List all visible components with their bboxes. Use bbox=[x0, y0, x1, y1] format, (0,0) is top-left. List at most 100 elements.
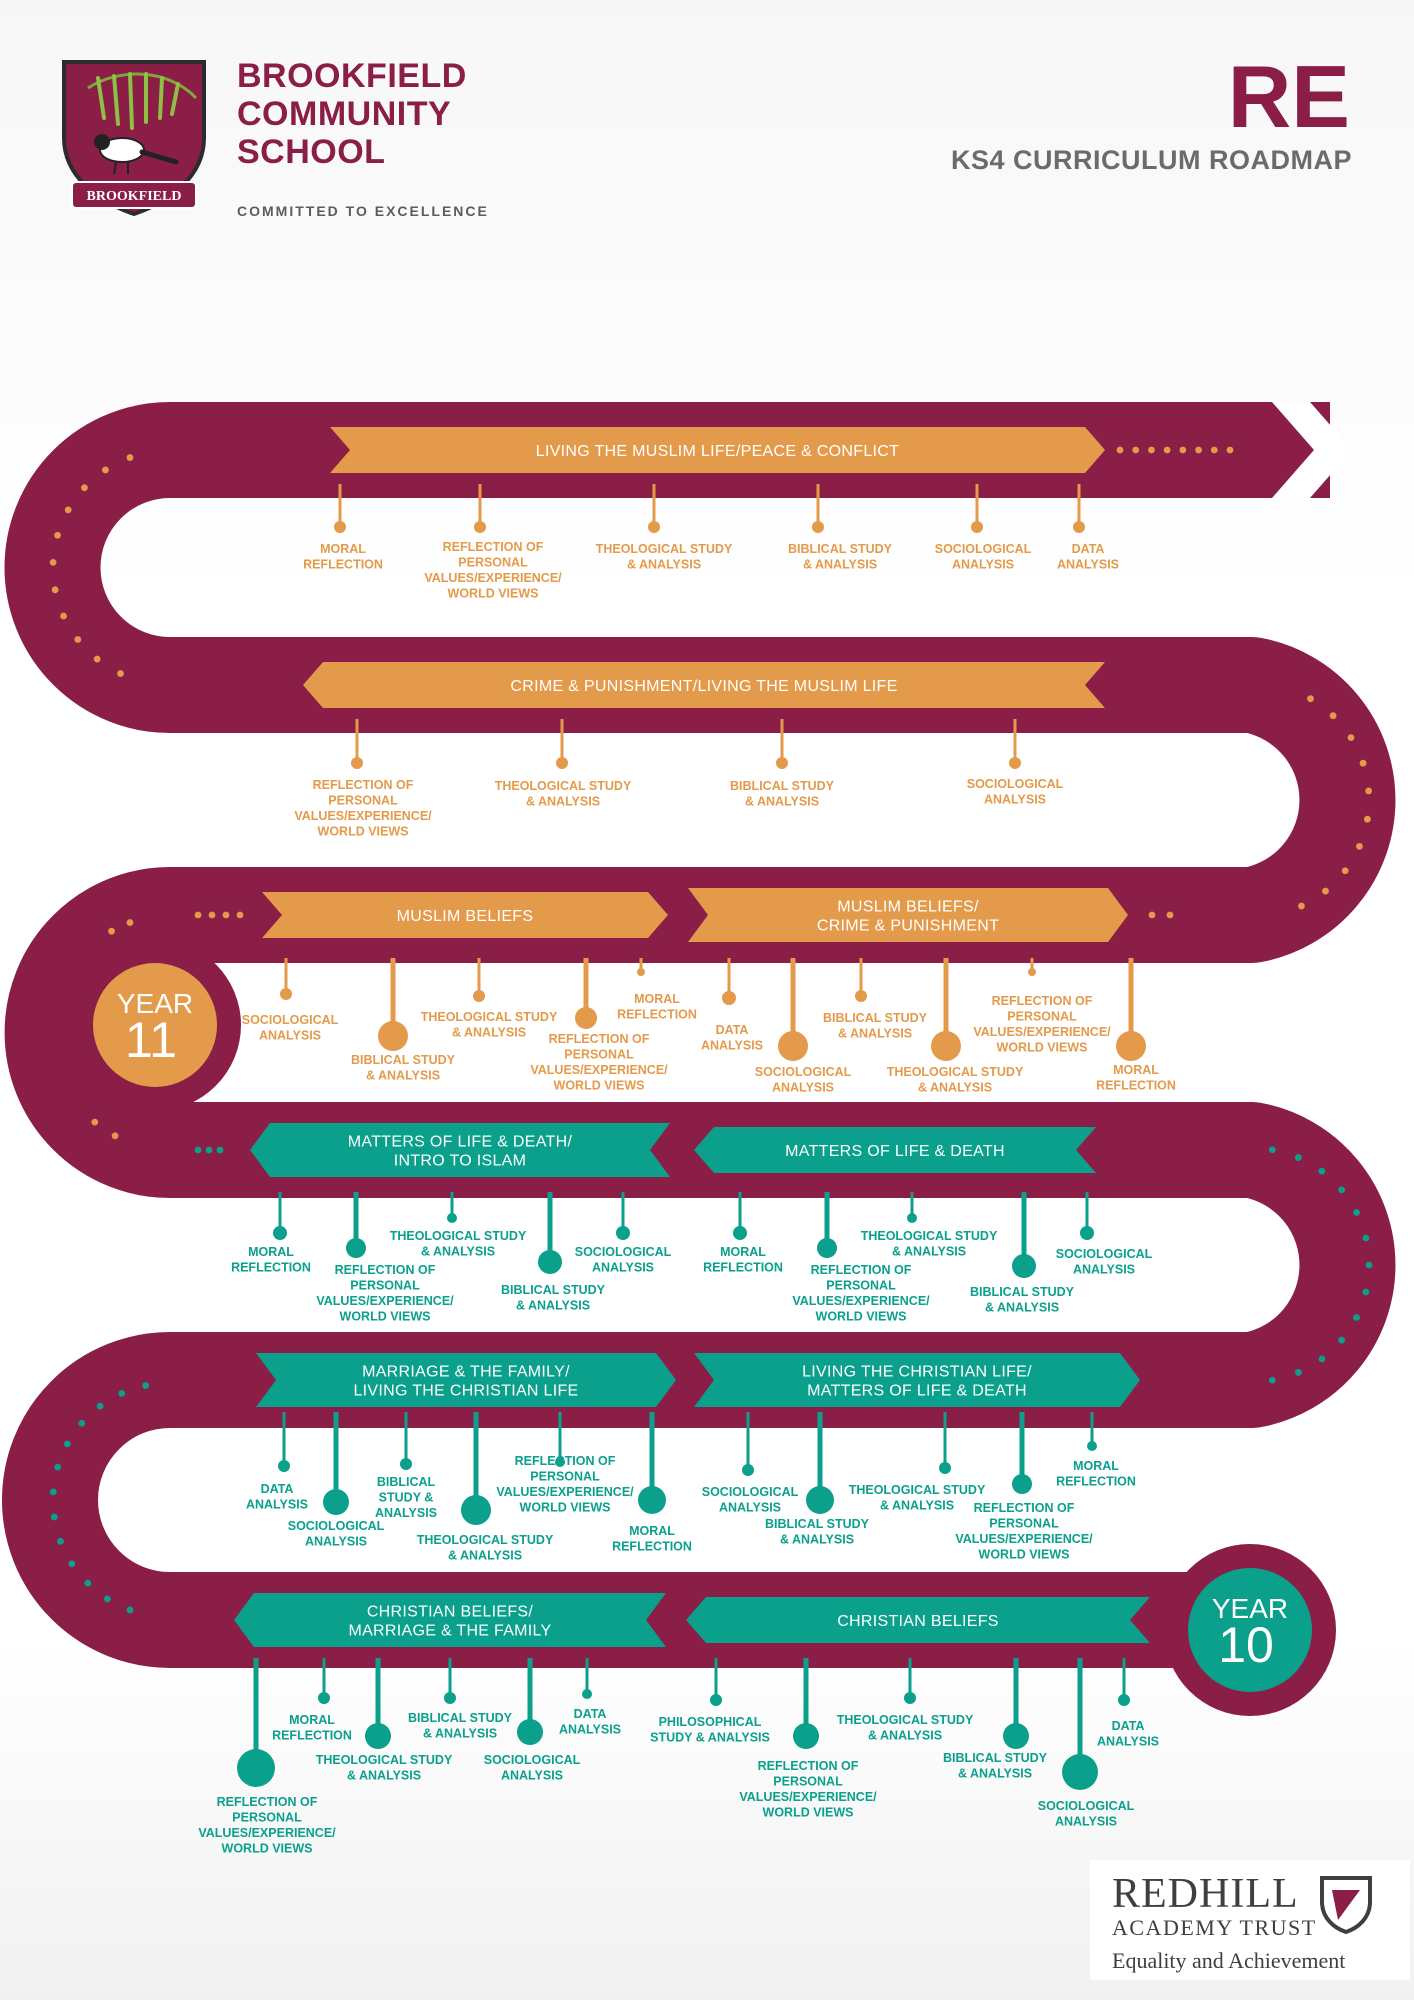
skill-marker-label: VALUES/EXPERIENCE/ bbox=[955, 1532, 1093, 1546]
skill-marker-dot-icon bbox=[538, 1250, 562, 1274]
road-dot bbox=[194, 911, 202, 919]
skill-marker-label: PERSONAL bbox=[1007, 1010, 1077, 1024]
trust-logo: REDHILL ACADEMY TRUST Equality and Achie… bbox=[1090, 1860, 1410, 1980]
skill-marker-label: DATA bbox=[716, 1023, 749, 1037]
road-dot bbox=[102, 466, 109, 474]
topic-banner: LIVING THE MUSLIM LIFE/PEACE & CONFLICT bbox=[330, 427, 1105, 473]
skill-marker: REFLECTION OFPERSONALVALUES/EXPERIENCE/W… bbox=[955, 1412, 1093, 1562]
road-dot bbox=[117, 670, 124, 677]
skill-marker-dot-icon bbox=[346, 1238, 366, 1258]
skill-marker-label: & ANALYSIS bbox=[803, 558, 877, 572]
skill-marker: REFLECTION OFPERSONALVALUES/EXPERIENCE/W… bbox=[973, 958, 1111, 1055]
skill-marker-label: WORLD VIEWS bbox=[816, 1310, 907, 1324]
skill-marker-label: & ANALYSIS bbox=[918, 1081, 992, 1095]
road-dot bbox=[126, 1606, 134, 1614]
road-dot bbox=[1318, 1355, 1326, 1363]
road-dot bbox=[1365, 787, 1373, 795]
skill-marker-label: MORAL bbox=[720, 1245, 766, 1259]
skill-marker-label: ANALYSIS bbox=[305, 1535, 367, 1549]
skill-marker-label: & ANALYSIS bbox=[347, 1769, 421, 1783]
skill-marker-label: DATA bbox=[261, 1482, 294, 1496]
topic-banner-label: MATTERS OF LIFE & DEATH/ bbox=[348, 1134, 573, 1151]
road-dot bbox=[1359, 759, 1367, 767]
skill-marker-label: MORAL bbox=[289, 1713, 335, 1727]
skill-marker-label: PERSONAL bbox=[564, 1048, 634, 1062]
skill-marker-dot-icon bbox=[1028, 968, 1036, 976]
road-dot bbox=[91, 1118, 99, 1126]
road-dot bbox=[78, 1419, 86, 1427]
skill-marker-label: ANALYSIS bbox=[259, 1029, 321, 1043]
skill-marker-dot-icon bbox=[638, 1486, 666, 1514]
road-dot bbox=[1365, 1261, 1373, 1269]
skill-marker-dot-icon bbox=[931, 1031, 961, 1061]
skill-marker-dot-icon bbox=[1080, 1226, 1094, 1240]
skill-marker-label: PERSONAL bbox=[232, 1811, 302, 1825]
road-dot bbox=[222, 911, 230, 919]
topic-banner-label: LIVING THE CHRISTIAN LIFE/ bbox=[802, 1364, 1032, 1381]
skill-marker-dot-icon bbox=[237, 1749, 275, 1787]
trust-subname: ACADEMY TRUST bbox=[1112, 1915, 1317, 1940]
skill-marker-dot-icon bbox=[582, 1689, 592, 1699]
skill-marker-dot-icon bbox=[1012, 1474, 1032, 1494]
skill-marker-dot-icon bbox=[648, 521, 660, 533]
road-dot bbox=[205, 1146, 213, 1154]
skill-marker-label: MORAL bbox=[320, 542, 366, 556]
skill-marker: THEOLOGICAL STUDY& ANALYSIS bbox=[837, 1658, 974, 1743]
school-tagline: COMMITTED TO EXCELLENCE bbox=[237, 203, 489, 219]
skill-marker-label: THEOLOGICAL STUDY bbox=[887, 1065, 1024, 1079]
skill-marker: THEOLOGICAL STUDY & ANALYSIS bbox=[495, 719, 632, 809]
road-dot bbox=[68, 1560, 76, 1568]
skill-marker: THEOLOGICAL STUDY& ANALYSIS bbox=[421, 958, 558, 1040]
road-end-arrow-icon bbox=[1272, 402, 1352, 498]
skill-marker-label: WORLD VIEWS bbox=[340, 1310, 431, 1324]
road-dot bbox=[1163, 446, 1171, 454]
skill-marker-label: REFLECTION OF bbox=[549, 1032, 650, 1046]
skill-marker-label: THEOLOGICAL STUDY bbox=[316, 1753, 453, 1767]
skill-marker-label: DATA bbox=[574, 1707, 607, 1721]
skill-marker-label: REFLECTION bbox=[1096, 1079, 1176, 1093]
school-name-line: COMMUNITY bbox=[237, 95, 452, 133]
skill-marker-label: & ANALYSIS bbox=[516, 1299, 590, 1313]
skill-marker: REFLECTION OFPERSONALVALUES/EXPERIENCE/W… bbox=[316, 1192, 454, 1324]
skill-marker-dot-icon bbox=[776, 757, 788, 769]
skill-marker-label: REFLECTION OF bbox=[515, 1454, 616, 1468]
skill-marker: THEOLOGICAL STUDY& ANALYSIS bbox=[849, 1412, 986, 1513]
skill-marker: REFLECTION OFPERSONALVALUES/EXPERIENCE/W… bbox=[739, 1658, 877, 1820]
skill-marker-label: & ANALYSIS bbox=[452, 1026, 526, 1040]
road-dot bbox=[49, 1488, 57, 1496]
skill-marker-dot-icon bbox=[1003, 1723, 1029, 1749]
skill-marker-dot-icon bbox=[907, 1213, 917, 1223]
skill-marker: THEOLOGICAL STUDY& ANALYSIS bbox=[596, 484, 733, 572]
skill-marker: BIBLICAL STUDY& ANALYSIS bbox=[943, 1658, 1048, 1781]
road-dot bbox=[142, 1382, 150, 1389]
skill-marker-dot-icon bbox=[400, 1458, 412, 1470]
trust-name: REDHILL bbox=[1112, 1871, 1299, 1917]
skill-marker-dot-icon bbox=[742, 1464, 754, 1476]
topic-banner-label: MATTERS OF LIFE & DEATH bbox=[785, 1143, 1005, 1160]
topic-banner-label: CHRISTIAN BELIEFS bbox=[837, 1613, 999, 1630]
skill-marker-label: BIBLICAL STUDY bbox=[351, 1053, 456, 1067]
skill-marker-label: & ANALYSIS bbox=[745, 795, 819, 809]
skill-marker-dot-icon bbox=[817, 1238, 837, 1258]
skill-marker-label: PERSONAL bbox=[826, 1279, 896, 1293]
road-dot bbox=[1356, 842, 1363, 850]
skill-marker-dot-icon bbox=[444, 1692, 456, 1704]
skill-marker-label: & ANALYSIS bbox=[526, 795, 600, 809]
skill-marker-label: ANALYSIS bbox=[1055, 1815, 1117, 1829]
skill-marker-label: VALUES/EXPERIENCE/ bbox=[739, 1790, 877, 1804]
roadmap-subtitle: KS4 CURRICULUM ROADMAP bbox=[951, 145, 1352, 175]
skill-marker-label: PERSONAL bbox=[530, 1470, 600, 1484]
road-dot bbox=[1364, 815, 1371, 823]
skill-marker-label: WORLD VIEWS bbox=[318, 825, 409, 839]
skill-marker-label: THEOLOGICAL STUDY bbox=[495, 779, 632, 793]
road-dot bbox=[1210, 446, 1218, 454]
road-dot bbox=[126, 454, 134, 461]
road-dot bbox=[57, 1537, 64, 1545]
topic-banner: MATTERS OF LIFE & DEATH/INTRO TO ISLAM bbox=[250, 1123, 670, 1177]
skill-marker-label: & ANALYSIS bbox=[880, 1499, 954, 1513]
